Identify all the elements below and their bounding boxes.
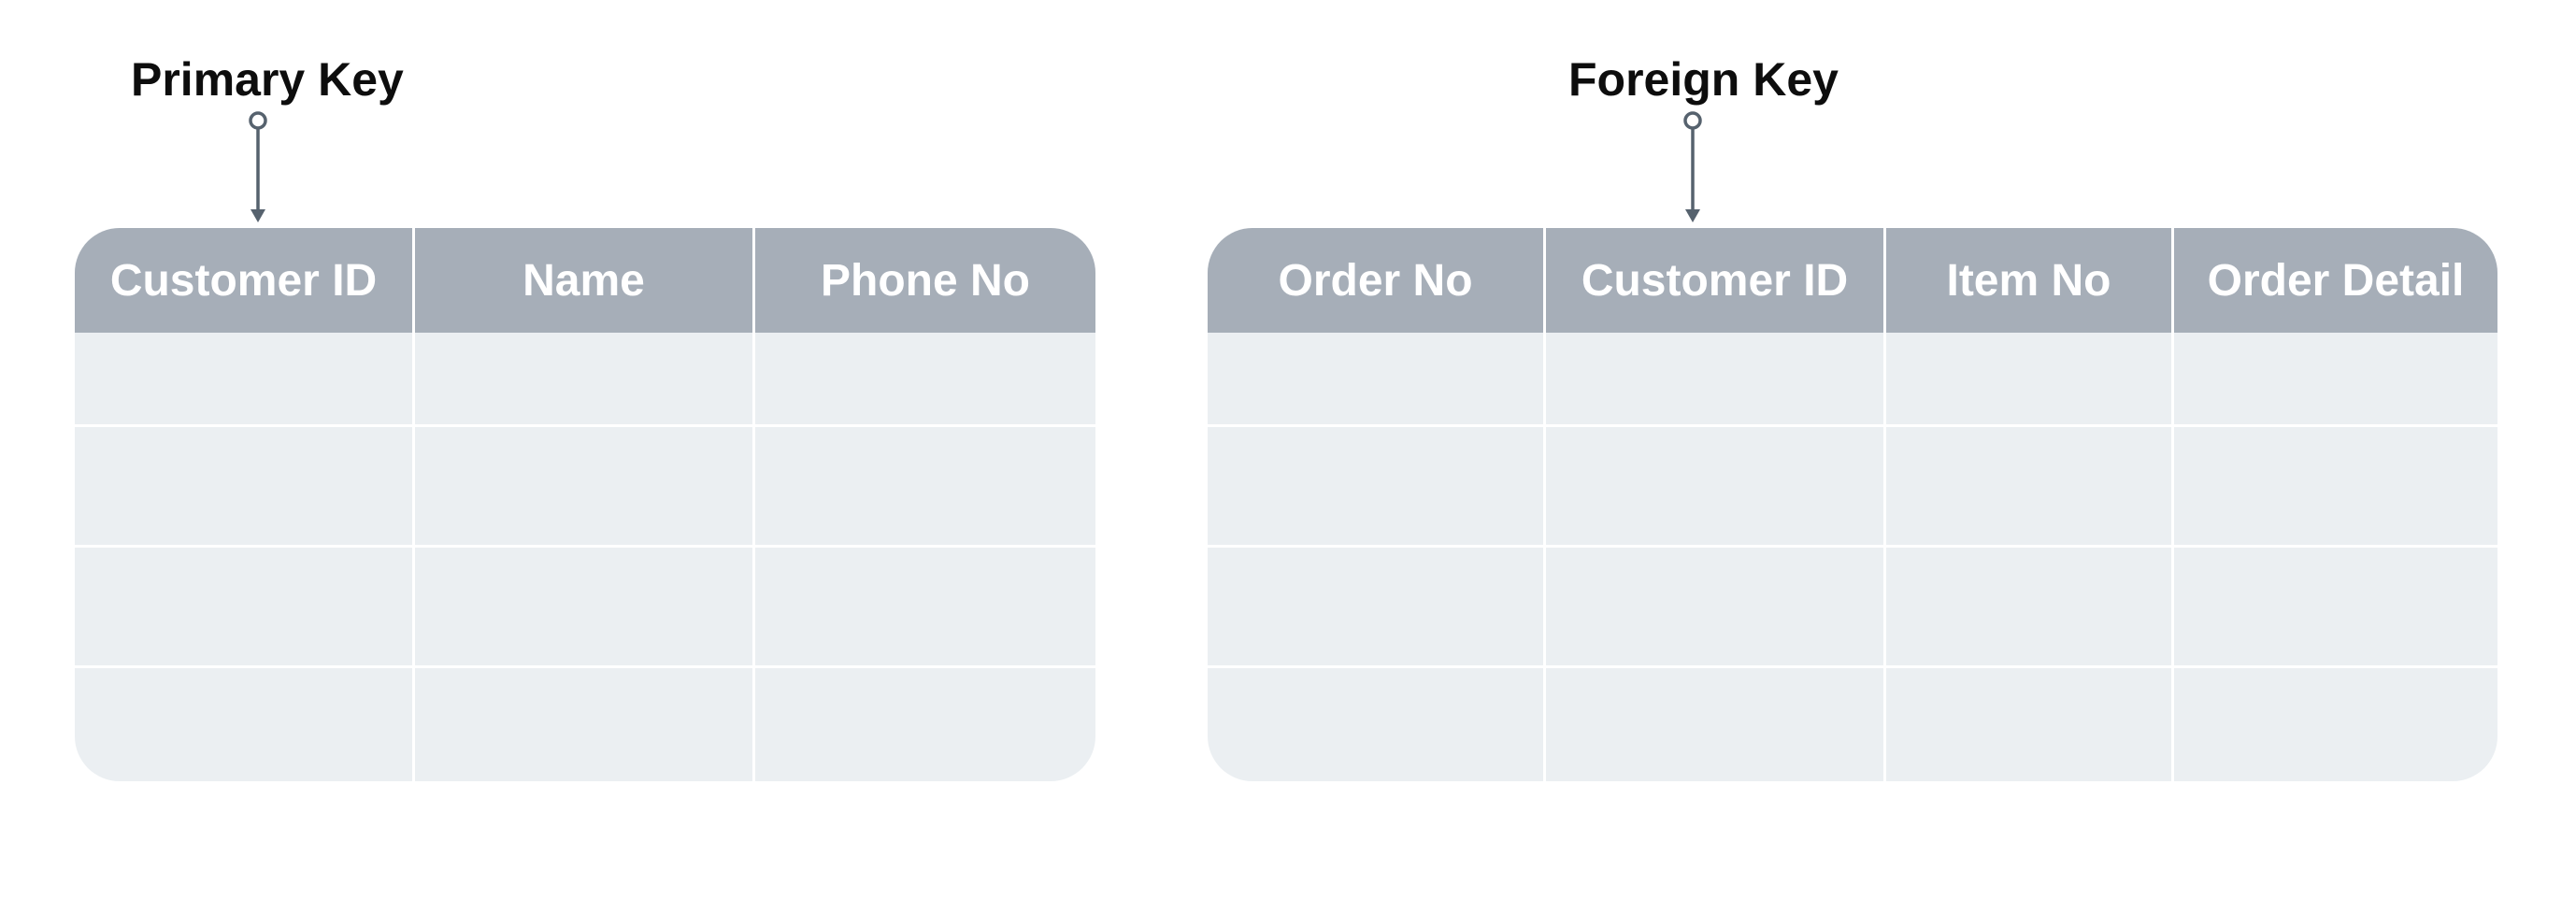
column-header-item-no: Item No (1886, 228, 2174, 333)
table-cell (1886, 333, 2174, 424)
table-cell (1208, 333, 1546, 424)
table-cell (1886, 668, 2174, 781)
table-row (1208, 665, 2497, 781)
table-cell (2174, 668, 2497, 781)
table-cell (415, 333, 755, 424)
column-header-phone-no: Phone No (821, 255, 1030, 306)
customers-table: Customer ID Name Phone No (75, 228, 1095, 781)
table-cell (415, 548, 755, 665)
table-row (75, 333, 1095, 424)
table-cell (2174, 548, 2497, 665)
primary-key-arrow-icon (249, 111, 267, 222)
foreign-key-arrow-icon (1683, 111, 1702, 222)
table-row (1208, 424, 2497, 545)
foreign-key-label: Foreign Key (1568, 53, 1839, 106)
table-cell (75, 427, 415, 545)
table-cell (1546, 668, 1886, 781)
table-cell (2174, 427, 2497, 545)
table-cell (1546, 427, 1886, 545)
table-cell (1208, 548, 1546, 665)
table-cell (755, 333, 1095, 424)
table-cell (75, 668, 415, 781)
column-header-customer-id: Customer ID (1546, 228, 1886, 333)
table-cell (415, 427, 755, 545)
table-row (1208, 545, 2497, 665)
column-header-customer-id: Customer ID (75, 228, 415, 333)
table-cell (1208, 427, 1546, 545)
table-cell (415, 668, 755, 781)
orders-header-row: Order No Customer ID Item No Order Detai… (1208, 228, 2497, 333)
customers-header-row: Customer ID Name Phone No (75, 228, 1095, 333)
table-cell (755, 427, 1095, 545)
table-cell (1546, 333, 1886, 424)
table-cell (75, 333, 415, 424)
table-cell (755, 668, 1095, 781)
column-header-order-no: Order No (1208, 228, 1546, 333)
table-cell (75, 548, 415, 665)
table-cell (1208, 668, 1546, 781)
table-cell (1546, 548, 1886, 665)
column-header-name: Name (415, 228, 755, 333)
orders-table: Order No Customer ID Item No Order Detai… (1208, 228, 2497, 781)
table-cell (1886, 427, 2174, 545)
table-row (75, 665, 1095, 781)
table-row (75, 424, 1095, 545)
table-row (75, 545, 1095, 665)
column-header-order-detail: Order Detail (2207, 255, 2465, 306)
table-row (1208, 333, 2497, 424)
table-cell (2174, 333, 2497, 424)
table-cell (1886, 548, 2174, 665)
table-cell (755, 548, 1095, 665)
primary-key-label: Primary Key (131, 53, 404, 106)
